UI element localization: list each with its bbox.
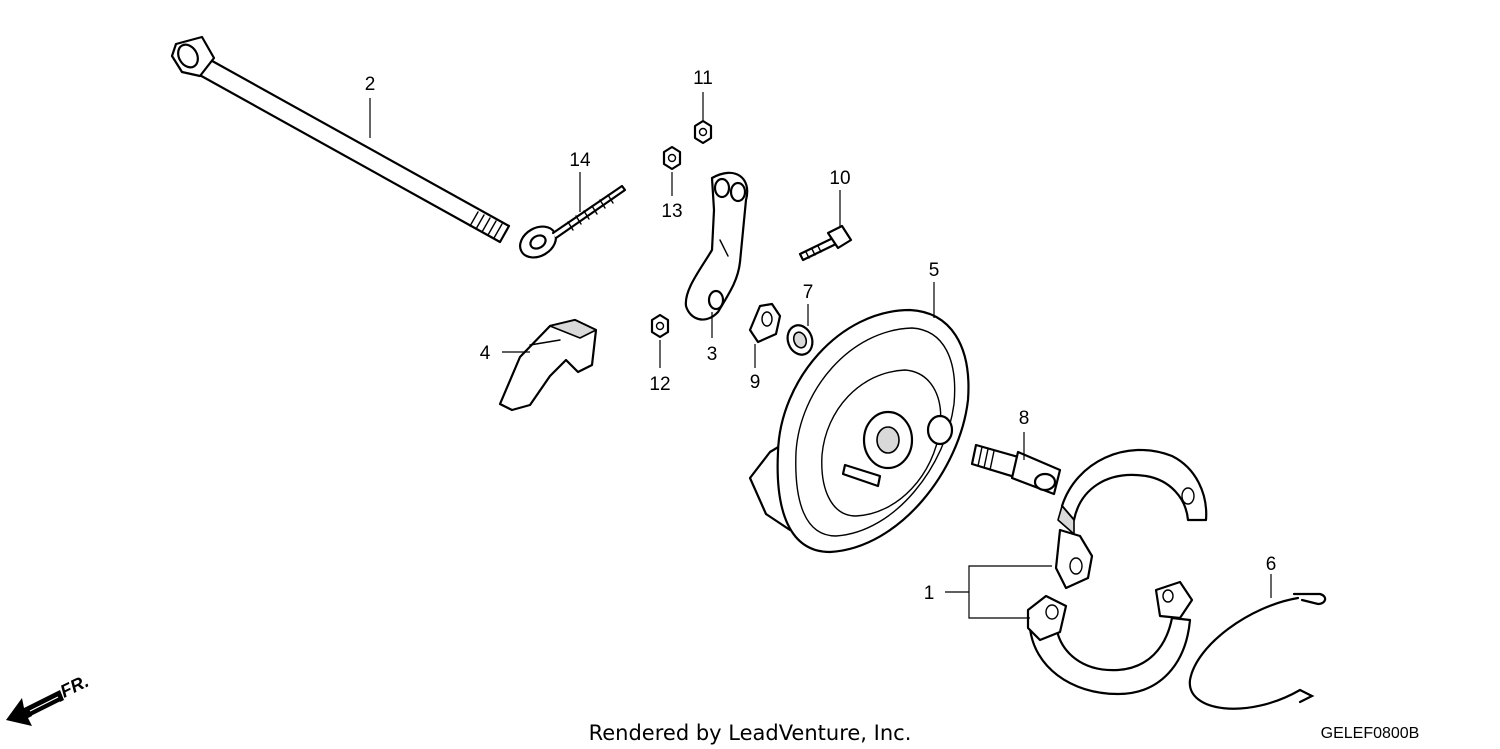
retaining-spring[interactable] bbox=[1188, 592, 1327, 710]
label-part-14: 14 bbox=[569, 150, 591, 171]
adjuster-bolt[interactable] bbox=[515, 184, 627, 264]
brake-shoe-upper[interactable] bbox=[1054, 448, 1208, 590]
label-part-4: 4 bbox=[480, 343, 491, 364]
label-part-10: 10 bbox=[829, 168, 850, 189]
brake-cam[interactable] bbox=[970, 443, 1062, 496]
cam-spline bbox=[977, 446, 995, 471]
nut-12[interactable] bbox=[650, 313, 670, 339]
washer-plate[interactable] bbox=[748, 302, 782, 344]
credit-text: Rendered by LeadVenture, Inc. bbox=[589, 721, 912, 745]
label-part-1: 1 bbox=[924, 583, 935, 604]
brake-shoe-lower[interactable] bbox=[1026, 580, 1194, 696]
axle-thread bbox=[469, 211, 503, 239]
part-labels: 1 2 3 4 5 6 7 8 9 10 11 12 13 14 bbox=[365, 68, 1277, 604]
label-part-5: 5 bbox=[929, 260, 940, 281]
nut-11[interactable] bbox=[693, 119, 713, 145]
brake-arm[interactable] bbox=[684, 171, 749, 321]
front-direction-indicator: FR. bbox=[6, 671, 92, 726]
label-part-2: 2 bbox=[365, 74, 376, 95]
label-part-6: 6 bbox=[1266, 554, 1277, 575]
brake-panel[interactable] bbox=[748, 308, 970, 554]
label-part-9: 9 bbox=[750, 372, 761, 393]
label-part-8: 8 bbox=[1019, 408, 1030, 429]
leader-lines bbox=[369, 92, 1272, 619]
label-part-12: 12 bbox=[649, 374, 670, 395]
label-part-7: 7 bbox=[803, 282, 814, 303]
stopper-plate[interactable] bbox=[498, 318, 598, 412]
diagram-code: GELEF0800B bbox=[1321, 725, 1420, 742]
nut-13[interactable] bbox=[662, 145, 682, 171]
flange-bolt[interactable] bbox=[798, 224, 853, 262]
axle-shaft[interactable] bbox=[170, 35, 511, 244]
label-part-3: 3 bbox=[707, 344, 718, 365]
adjuster-thread bbox=[567, 194, 614, 231]
label-part-11: 11 bbox=[693, 68, 713, 89]
oil-seal[interactable] bbox=[784, 322, 817, 358]
label-part-13: 13 bbox=[661, 201, 682, 222]
